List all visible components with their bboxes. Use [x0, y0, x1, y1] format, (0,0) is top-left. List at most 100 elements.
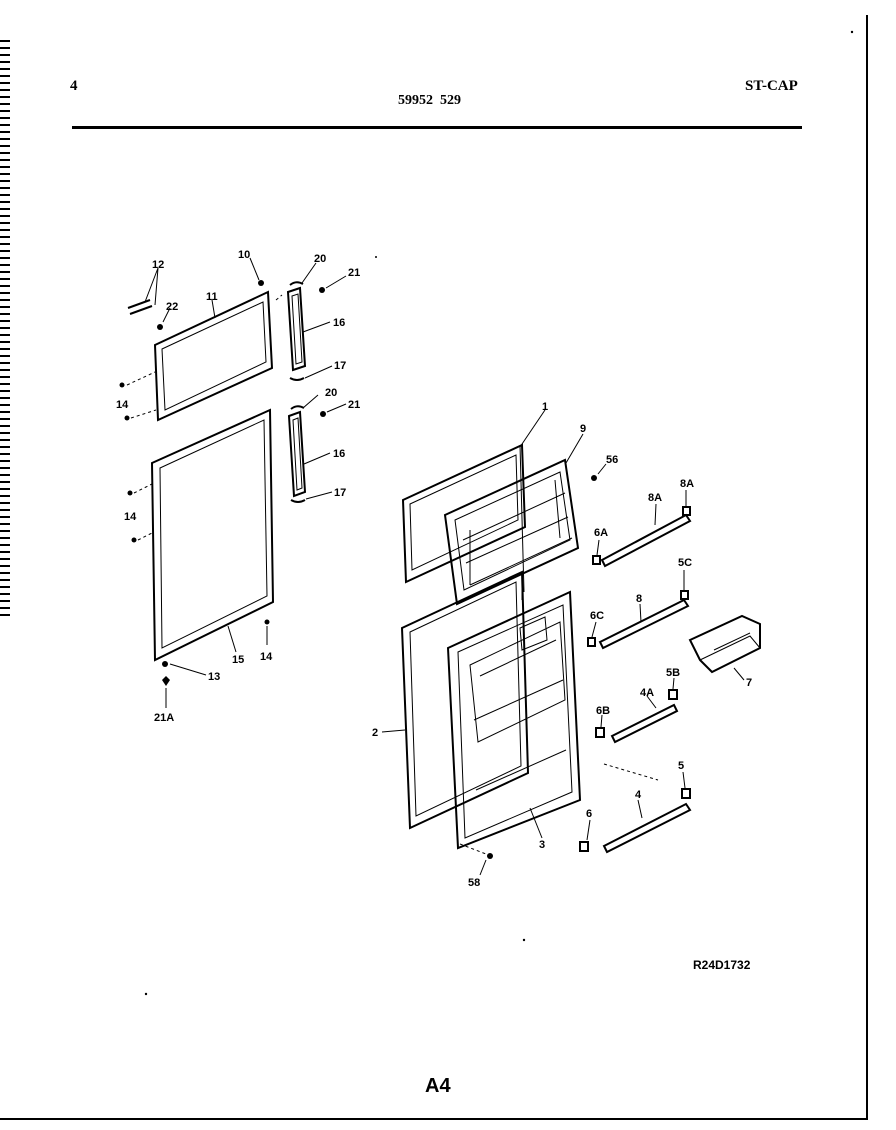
part-56-screw — [591, 475, 597, 481]
label-5C: 5C — [678, 557, 692, 569]
label-13: 13 — [208, 671, 220, 683]
label-16b: 16 — [333, 448, 345, 460]
leader-20b — [302, 394, 319, 409]
part-21-screw-top — [319, 287, 325, 293]
label-3: 3 — [539, 839, 545, 851]
part-14-pin-low — [264, 619, 270, 625]
label-20b: 20 — [325, 387, 337, 399]
part-10-screw — [258, 280, 264, 286]
leader-4A — [646, 695, 657, 709]
part-8-rail — [598, 598, 690, 650]
page-number: 4 — [70, 78, 78, 94]
part-16-fresh-food-handle — [287, 410, 307, 498]
part-16-freezer-handle — [286, 286, 307, 372]
label-2: 2 — [372, 727, 378, 739]
label-9: 9 — [580, 423, 586, 435]
dash-10 — [275, 294, 283, 301]
leader-8A — [654, 503, 657, 526]
scan-speck — [522, 938, 526, 942]
label-4A: 4A — [640, 687, 654, 699]
label-56: 56 — [606, 454, 618, 466]
label-12: 12 — [152, 259, 164, 271]
leader-6A — [596, 539, 600, 556]
part-12-trim-strips — [127, 299, 153, 315]
part-7-dairy-compartment — [688, 614, 761, 674]
part-8A-rail — [600, 513, 692, 568]
document-code: 59952 529 — [398, 93, 461, 108]
leader-1 — [519, 409, 546, 448]
label-4: 4 — [635, 789, 642, 801]
dash-14-mid — [133, 483, 155, 541]
scan-edge-artifact — [0, 40, 10, 620]
sheet-label: A4 — [425, 1075, 451, 1097]
leader-5B — [672, 677, 675, 690]
part-5C-cap — [680, 590, 689, 600]
part-3-fresh-food-door-liner — [446, 590, 582, 850]
label-6: 6 — [586, 808, 592, 820]
dash-58 — [459, 843, 487, 855]
leader-5 — [682, 771, 686, 789]
label-16a: 16 — [333, 317, 345, 329]
leader-16a — [302, 321, 331, 333]
label-6B: 6B — [596, 705, 610, 717]
leader-7 — [733, 667, 745, 681]
label-58: 58 — [468, 877, 480, 889]
part-15-fresh-food-gasket — [150, 408, 275, 662]
label-6C: 6C — [590, 610, 604, 622]
label-21a: 21 — [348, 267, 360, 279]
part-5B-cap — [668, 689, 678, 700]
leader-58 — [479, 859, 487, 876]
part-5-cap — [681, 788, 691, 799]
leader-21b — [326, 403, 347, 413]
label-17b: 17 — [334, 487, 346, 499]
leader-2 — [381, 729, 406, 733]
diagram-reference: R24D1732 — [693, 958, 751, 972]
frame-border-bottom — [0, 1118, 868, 1120]
part-11-freezer-gasket — [153, 290, 274, 422]
label-6A: 6A — [594, 527, 608, 539]
label-8A: 8A — [648, 492, 662, 504]
label-22: 22 — [166, 301, 178, 313]
part-58-screw — [487, 853, 493, 859]
part-4-rail — [602, 802, 692, 854]
leader-17a — [304, 365, 333, 379]
label-8: 8 — [636, 593, 642, 605]
part-6C-bracket — [587, 637, 596, 647]
part-6A-bracket — [592, 555, 601, 565]
leader-15 — [227, 625, 237, 653]
part-22-screw — [157, 324, 163, 330]
leader-6C — [591, 621, 597, 638]
leader-22 — [162, 307, 171, 323]
label-5B: 5B — [666, 667, 680, 679]
leader-17b — [305, 491, 333, 500]
assembly-link — [519, 444, 525, 600]
label-17a: 17 — [334, 360, 346, 372]
leader-13 — [169, 663, 207, 676]
label-10: 10 — [238, 249, 250, 261]
leader-6B — [600, 714, 603, 728]
part-9-freezer-door-liner — [443, 458, 580, 606]
label-8A-2: 8A — [680, 478, 694, 490]
leader-21a — [325, 275, 347, 289]
leader-20a — [301, 262, 317, 284]
scan-speck — [144, 992, 148, 996]
dash-rail — [603, 763, 659, 781]
part-14-pin-mid-b — [131, 537, 137, 543]
part-14-pin-top-b — [124, 415, 130, 421]
label-14c: 14 — [260, 651, 273, 663]
part-17-cap-low — [290, 499, 306, 503]
leader-6 — [586, 819, 591, 841]
label-11: 11 — [206, 291, 218, 303]
part-6-bracket — [579, 841, 589, 852]
part-14-pin-top — [119, 382, 125, 388]
part-8A-cap — [682, 506, 691, 516]
label-21b: 21 — [348, 399, 360, 411]
part-4A-rail — [610, 703, 679, 744]
leader-8 — [639, 603, 642, 623]
part-20-cap-low — [290, 405, 305, 410]
label-5: 5 — [678, 760, 684, 772]
label-14a: 14 — [116, 399, 129, 411]
leader-4 — [637, 799, 643, 819]
part-21A-bushing — [162, 676, 170, 686]
